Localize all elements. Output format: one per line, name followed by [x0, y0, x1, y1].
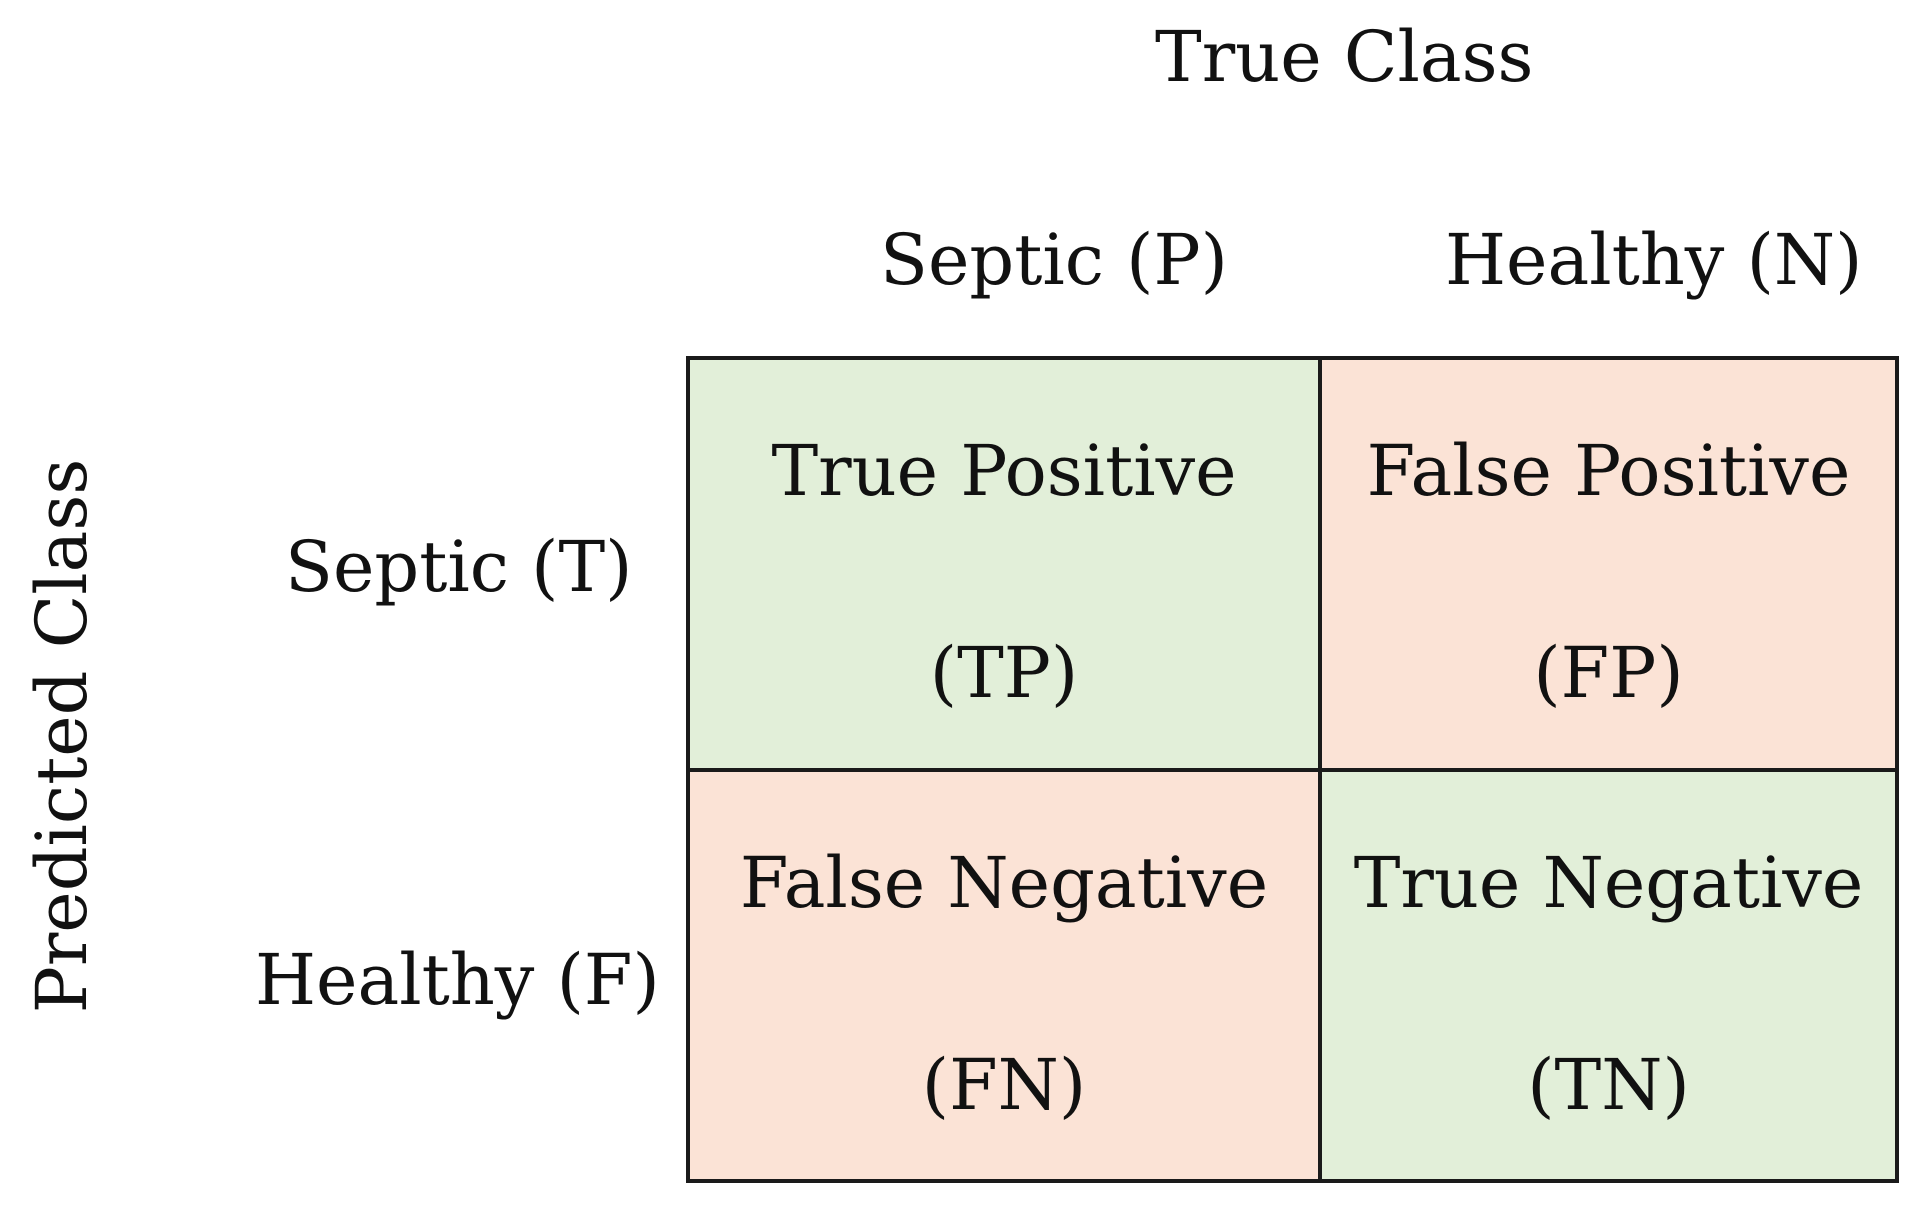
- row-header-septic: Septic (T): [285, 526, 633, 608]
- cell-name: False Negative: [739, 842, 1269, 924]
- cell-abbreviation: (FN): [921, 1044, 1087, 1126]
- cell-abbreviation: (FP): [1533, 632, 1684, 714]
- column-header-septic: Septic (P): [880, 219, 1228, 301]
- cell-false-negative: False Negative (FN): [690, 772, 1322, 1179]
- cell-true-positive: True Positive (TP): [690, 360, 1322, 772]
- confusion-matrix: True Positive (TP) False Positive (FP) F…: [686, 356, 1899, 1183]
- predicted-class-axis-title: Predicted Class: [21, 458, 103, 1014]
- cell-true-negative: True Negative (TN): [1322, 772, 1895, 1179]
- cell-false-positive: False Positive (FP): [1322, 360, 1895, 772]
- cell-abbreviation: (TN): [1527, 1044, 1690, 1126]
- column-header-healthy: Healthy (N): [1445, 219, 1863, 301]
- cell-name: True Negative: [1353, 842, 1864, 924]
- cell-name: False Positive: [1366, 430, 1851, 512]
- row-header-healthy: Healthy (F): [255, 939, 660, 1021]
- true-class-axis-title: True Class: [1155, 16, 1534, 98]
- cell-abbreviation: (TP): [929, 632, 1079, 714]
- cell-name: True Positive: [771, 430, 1237, 512]
